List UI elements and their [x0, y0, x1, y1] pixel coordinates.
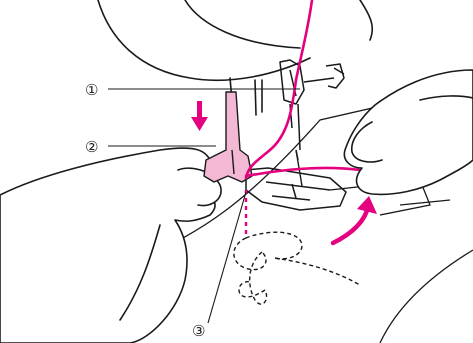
left-hand — [0, 148, 221, 343]
callout-2: ② — [85, 138, 98, 156]
callout-label-2: ② — [85, 138, 98, 156]
down-arrow — [191, 101, 208, 131]
dashed-stitch-loops — [234, 232, 360, 304]
callout-label-3: ③ — [192, 322, 205, 340]
callout-3: ③ — [192, 322, 205, 340]
callout-label-1: ① — [85, 81, 98, 99]
right-hand — [344, 70, 473, 194]
thread-guide-lever — [204, 92, 252, 182]
needle-clamp — [280, 60, 344, 160]
callout-1: ① — [85, 81, 98, 99]
